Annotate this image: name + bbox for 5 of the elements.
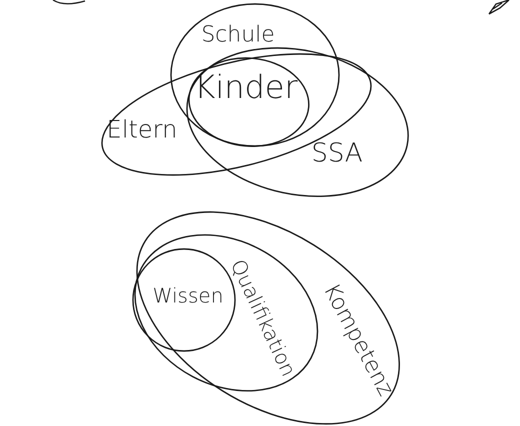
set-label: Schule [201, 23, 275, 47]
set-label: SSA [311, 140, 363, 168]
set-label: Wissen [152, 285, 224, 306]
set-label: Eltern [106, 117, 178, 143]
set-label: Kinder [194, 71, 298, 105]
